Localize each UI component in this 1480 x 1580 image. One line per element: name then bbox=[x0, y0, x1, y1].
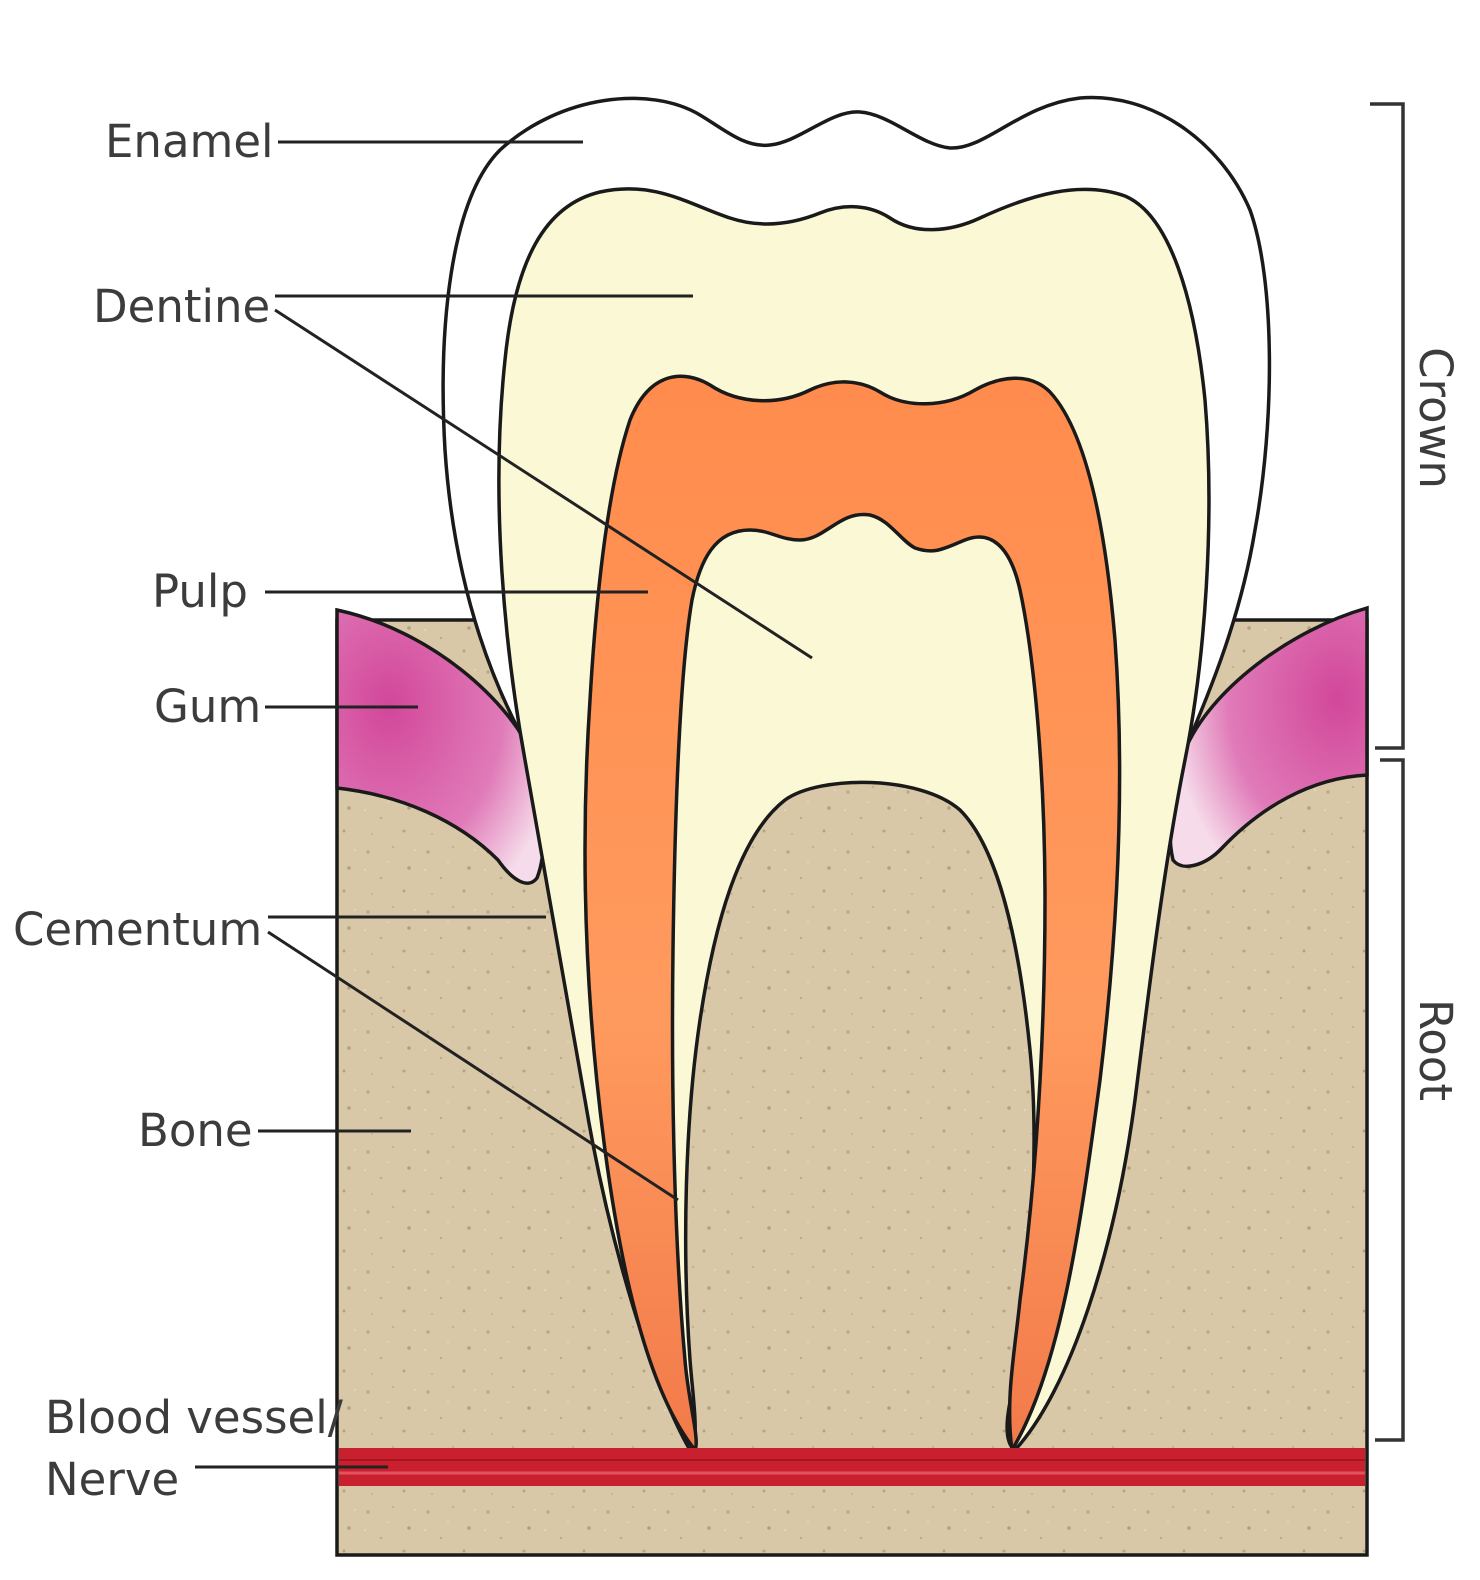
root-bracket bbox=[1375, 758, 1405, 1442]
root-label: Root bbox=[1409, 999, 1462, 1101]
pulp-label: Pulp bbox=[152, 565, 248, 618]
crown-label: Crown bbox=[1409, 347, 1462, 489]
gum-label: Gum bbox=[154, 680, 261, 733]
nerve-label: Nerve bbox=[45, 1453, 179, 1506]
dentine-label: Dentine bbox=[93, 280, 270, 333]
blood-vessel-band bbox=[339, 1448, 1365, 1486]
bone-label: Bone bbox=[138, 1104, 253, 1157]
cementum-label: Cementum bbox=[13, 903, 262, 956]
enamel-label: Enamel bbox=[105, 115, 274, 168]
blood-vessel-label: Blood vessel/ bbox=[45, 1391, 344, 1444]
dentine-leader-2 bbox=[274, 308, 813, 660]
gum-right bbox=[1168, 605, 1369, 868]
crown-bracket bbox=[1370, 102, 1405, 750]
pulp-layer bbox=[583, 374, 1122, 1456]
cementum-leader-2 bbox=[267, 930, 679, 1202]
